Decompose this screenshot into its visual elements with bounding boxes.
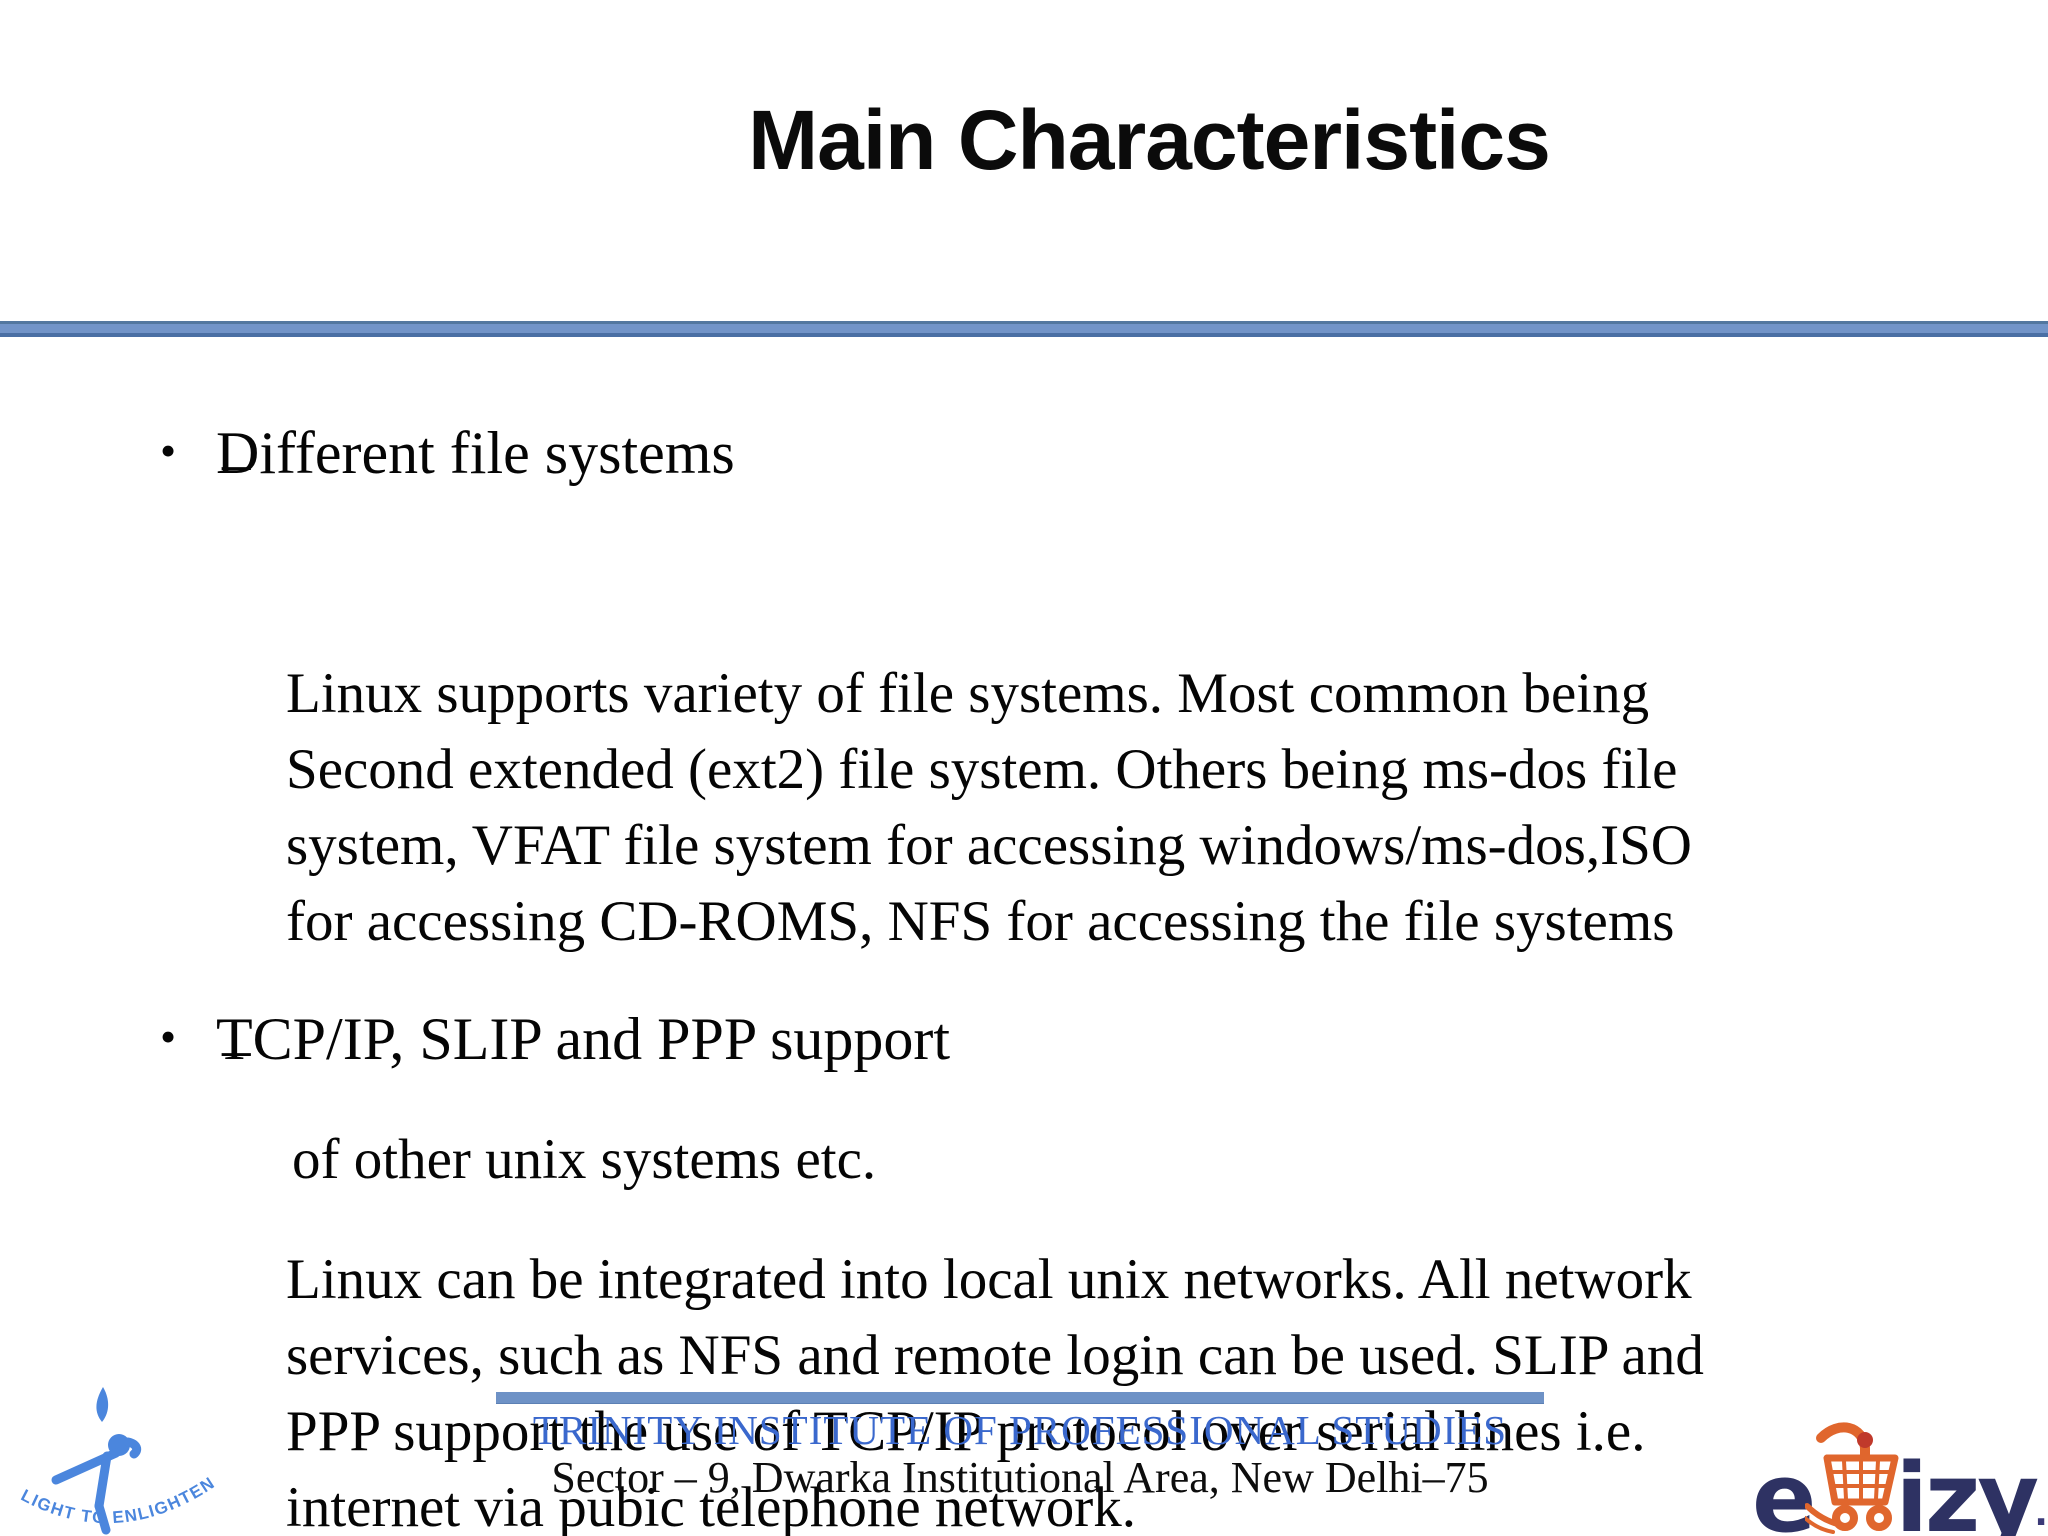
bullet-dot-icon: • — [160, 425, 177, 476]
bullet-dot-icon: • — [160, 1011, 177, 1062]
light-to-enlighten-logo: LIGHT TO ENLIGHTEN — [18, 1387, 219, 1535]
ebizy-logo: e — [1752, 1408, 2048, 1536]
bullet1-label: Different file systems — [216, 420, 735, 486]
shopping-cart-icon — [1803, 1422, 1899, 1534]
para1-tail-text: of other unix systems etc. — [292, 1128, 877, 1191]
page-title: Main Characteristics — [748, 93, 1551, 187]
para2-text: Linux can be integrated into local unix … — [286, 1248, 1704, 1536]
footer-institute-name: TRINITY INSTITUTE OF PROFESSIONAL STUDIE… — [532, 1407, 1508, 1453]
bullet-item-file-systems: • Different file systems — [100, 350, 735, 557]
dash-marker-icon: – — [222, 432, 251, 495]
para1-text: Linux supports variety of file systems. … — [286, 662, 1692, 953]
torch-flame-icon — [96, 1387, 109, 1422]
ebizy-letter-e: e — [1752, 1443, 1816, 1536]
sub-bullet-file-systems: – Linux supports variety of file systems… — [222, 428, 1692, 1350]
dash-marker-icon: – — [222, 1018, 251, 1081]
ebizy-tld: .com — [2034, 1493, 2048, 1534]
ebizy-letter-izy: izy — [1895, 1443, 2039, 1536]
torch-bearer-icon — [51, 1434, 142, 1535]
sub-bullet-tcpip: – Linux can be integrated into local uni… — [222, 1014, 1704, 1536]
cart-wrap — [1803, 1418, 1901, 1536]
logo-tagline-arc: LIGHT TO ENLIGHTEN — [18, 1473, 219, 1527]
footer-divider-bar — [496, 1392, 1544, 1404]
title-divider-bar — [0, 321, 2048, 337]
bullet-item-tcpip: • TCP/IP, SLIP and PPP support — [100, 936, 950, 1143]
bullet2-label: TCP/IP, SLIP and PPP support — [216, 1006, 951, 1072]
footer-address: Sector – 9, Dwarka Institutional Area, N… — [551, 1453, 1489, 1502]
